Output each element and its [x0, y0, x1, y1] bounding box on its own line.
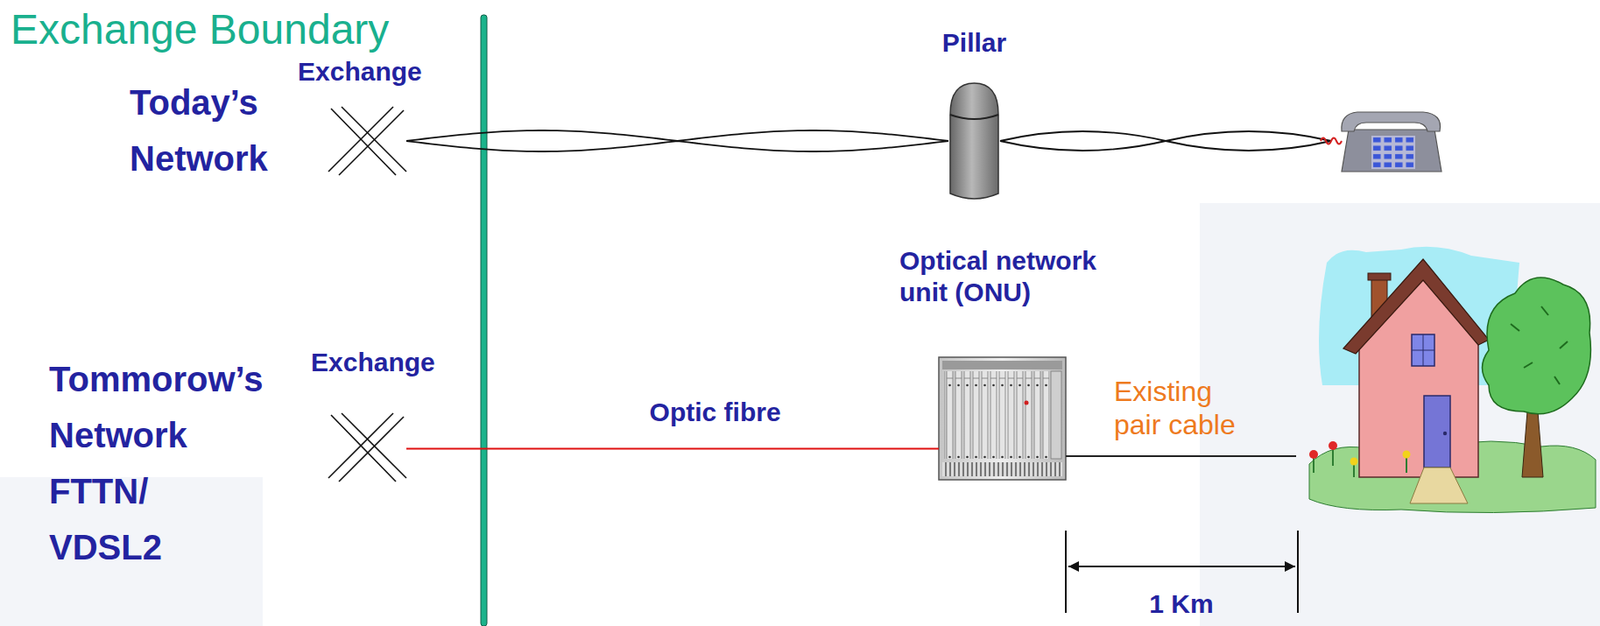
- exchange-symbol: [331, 108, 396, 176]
- connector-label: Optic fibre: [649, 396, 782, 429]
- house-illustration: [1402, 451, 1411, 459]
- boundary-title: Exchange Boundary: [10, 5, 389, 55]
- optical-network-unit-rack: [938, 357, 1066, 480]
- dimension-label: 1 Km: [1148, 588, 1213, 621]
- exchange-symbol: [328, 106, 407, 176]
- telephone: [1320, 138, 1342, 145]
- house-illustration: [1405, 457, 1408, 473]
- node-label: Pillar: [942, 27, 1007, 59]
- network-label: Tommorow’s Network FTTN/ VDSL2: [49, 351, 263, 576]
- exchange-symbol: [338, 416, 404, 482]
- telephone: [1341, 112, 1441, 132]
- house-illustration: [1312, 457, 1315, 473]
- telephone: [1371, 135, 1416, 170]
- house-illustration: [1510, 306, 1568, 385]
- exchange-boundary-bar: [480, 14, 487, 626]
- twisted-pair-wire: [1000, 131, 1332, 151]
- house-illustration: [1443, 431, 1447, 436]
- telephone: [1341, 129, 1442, 172]
- twisted-pair-connector: [406, 130, 949, 152]
- exchange-symbol: [328, 413, 394, 479]
- background-band: [0, 203, 1600, 626]
- network-label: Today’s Network: [129, 74, 268, 187]
- twisted-pair-wire: [1000, 131, 1332, 151]
- telephone: [1320, 112, 1442, 172]
- optical-network-unit-rack: [1050, 371, 1062, 459]
- telephone: [1371, 135, 1416, 170]
- twisted-pair-wire: [1000, 131, 1332, 151]
- node-label: Exchange: [310, 346, 436, 379]
- exchange-symbol: [328, 413, 407, 482]
- exchange-boundary-bar: [480, 14, 487, 626]
- house-illustration: [1367, 273, 1391, 281]
- exchange-symbol: [331, 415, 396, 482]
- exchange-symbol: [328, 106, 394, 172]
- cable-label: Existing pair cable: [1113, 374, 1255, 442]
- pillar-cabinet: [950, 114, 999, 120]
- pillar-cabinet: [950, 83, 999, 199]
- house-illustration: [1411, 350, 1435, 352]
- dimension-arrow: [1068, 565, 1296, 568]
- exchange-symbol: [338, 110, 404, 176]
- optical-network-unit-rack: [944, 371, 1050, 459]
- node-label: Exchange: [297, 56, 423, 88]
- optic-fibre-connector: [406, 448, 939, 451]
- house-illustration: [1353, 464, 1355, 478]
- pair-cable-line: [1065, 455, 1297, 458]
- optical-network-unit-rack: [942, 462, 1063, 477]
- optical-network-unit-rack: [1024, 401, 1030, 406]
- onu-node: Optical network unit (ONU): [938, 357, 1066, 480]
- pair-cable-line: [1065, 456, 1297, 458]
- house-illustration: [1522, 411, 1544, 478]
- house-illustration: [1423, 395, 1451, 468]
- house-illustration: [1482, 277, 1592, 415]
- exchange-node: Exchange: [328, 106, 407, 176]
- house-illustration: [1309, 246, 1596, 514]
- house-illustration: [1309, 450, 1319, 459]
- node-label: Optical network unit (ONU): [899, 245, 1141, 309]
- background-band: [1199, 203, 1600, 626]
- house-illustration: [1328, 441, 1338, 451]
- optical-network-unit-rack: [938, 357, 1066, 480]
- house-illustration: [1411, 334, 1435, 367]
- house-illustration: [1350, 458, 1359, 466]
- house-illustration: [1332, 448, 1334, 466]
- dimension-arrow: [1296, 530, 1299, 614]
- pillar-node: Pillar: [948, 81, 1001, 205]
- dimension-arrow: [1064, 530, 1067, 614]
- optical-network-unit-rack: [942, 360, 1063, 370]
- pillar-cabinet: [950, 83, 999, 199]
- exchange-node: Exchange: [328, 413, 407, 485]
- house-illustration: [1409, 467, 1468, 504]
